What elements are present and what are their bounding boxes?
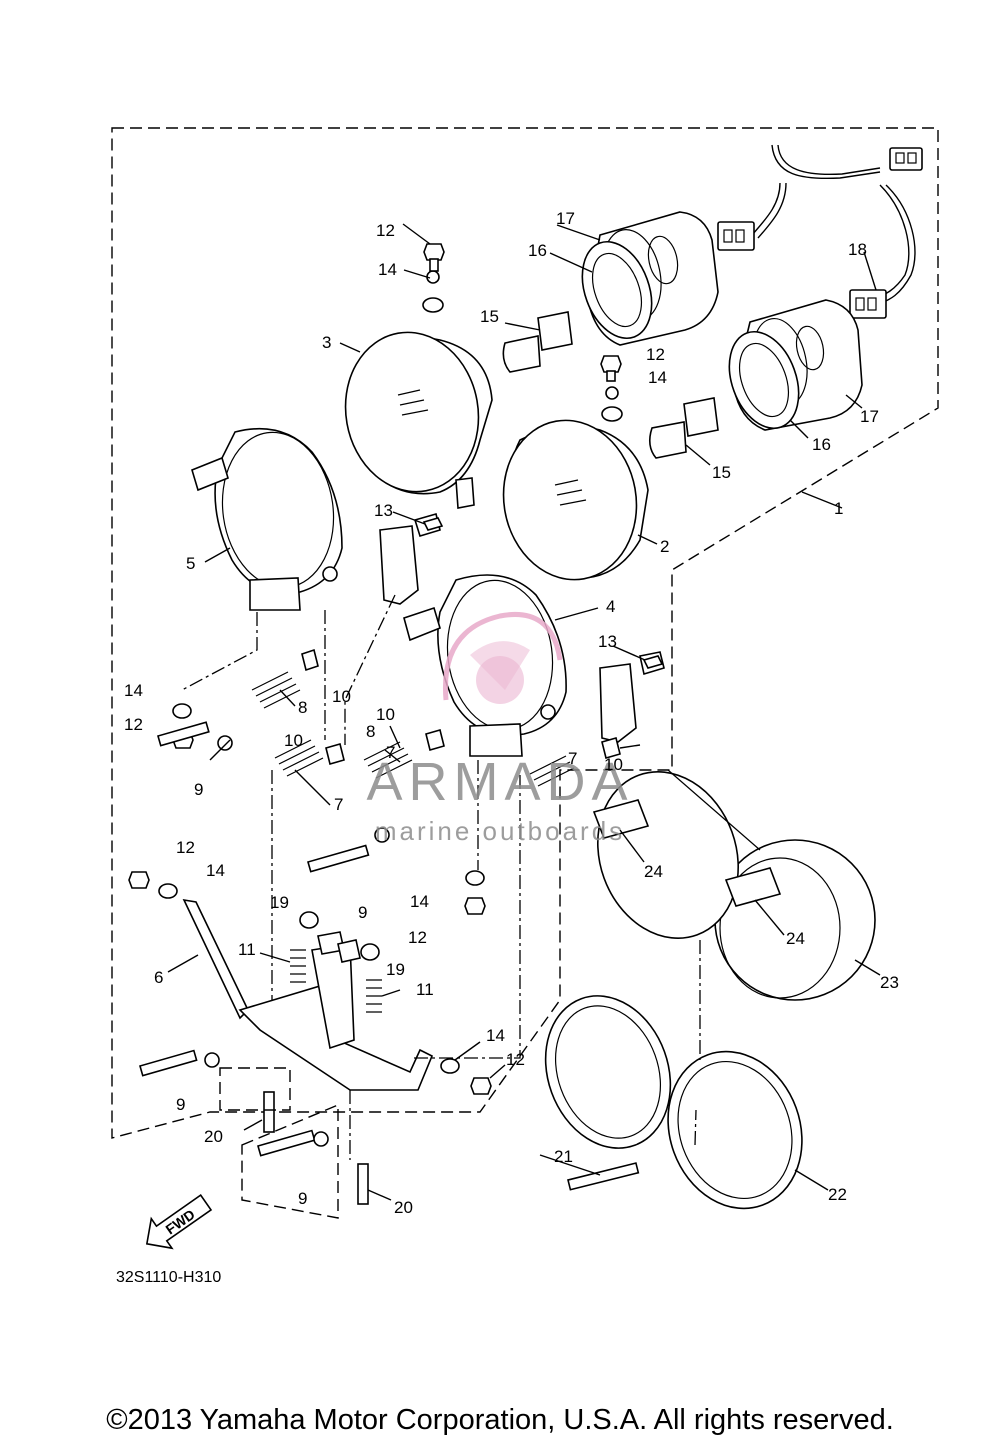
callout-12a: 12 <box>376 221 395 240</box>
callout-19b: 19 <box>386 960 405 979</box>
callout-labels: 1 2 3 4 5 6 7 7 7 8 8 9 9 9 9 10 10 10 1… <box>124 209 899 1217</box>
springs <box>251 671 575 1013</box>
callout-6: 6 <box>154 968 163 987</box>
callout-14d: 14 <box>206 861 225 880</box>
callout-20b: 20 <box>394 1198 413 1217</box>
callout-24a: 24 <box>644 862 663 881</box>
callout-24b: 24 <box>786 929 805 948</box>
assembly-boundary <box>111 127 939 1139</box>
headlight-unit-lower <box>502 419 649 581</box>
mounting-ring-center <box>403 574 567 757</box>
watermark-brand: ARMADA <box>366 752 633 812</box>
callout-7b: 7 <box>568 749 577 768</box>
callout-13b: 13 <box>598 632 617 651</box>
copyright-notice: ©2013 Yamaha Motor Corporation, U.S.A. A… <box>106 1404 894 1436</box>
side-plate-right <box>599 651 665 743</box>
watermark-logo-ring <box>442 612 563 701</box>
callout-17b: 17 <box>860 407 879 426</box>
main-bracket <box>182 898 434 1091</box>
callout-13a: 13 <box>374 501 393 520</box>
callout-14e: 14 <box>410 892 429 911</box>
callout-16b: 16 <box>812 435 831 454</box>
callout-11b: 11 <box>416 980 434 999</box>
callout-10d: 10 <box>604 755 623 774</box>
callout-12e: 12 <box>408 928 427 947</box>
socket-housing-upper <box>581 211 719 346</box>
diagram-code: 32S1110-H310 <box>116 1269 221 1286</box>
callout-21: 21 <box>554 1147 573 1166</box>
leader-lines <box>167 223 881 1201</box>
bulb-upper <box>502 311 573 373</box>
watermark-logo-blade <box>470 641 530 690</box>
dust-covers-24 <box>592 799 782 907</box>
watermark-tagline: marine outboards <box>375 816 625 846</box>
callout-16a: 16 <box>528 241 547 260</box>
callout-17a: 17 <box>556 209 575 228</box>
subbox-bolt-9-lower <box>241 1103 339 1219</box>
callout-14b: 14 <box>648 368 667 387</box>
callout-12c: 12 <box>124 715 143 734</box>
callout-12f: 12 <box>506 1050 525 1069</box>
mounting-ring-left <box>191 427 343 611</box>
leader-dashdot <box>181 594 701 1160</box>
callout-3: 3 <box>322 333 331 352</box>
callout-15b: 15 <box>712 463 731 482</box>
watermark: ARMADA marine outboards <box>366 612 633 846</box>
callout-12b: 12 <box>646 345 665 364</box>
callout-2: 2 <box>660 537 669 556</box>
callout-19a: 19 <box>270 893 289 912</box>
callout-1: 1 <box>834 499 843 518</box>
callout-10a: 10 <box>332 687 351 706</box>
callout-9c: 9 <box>176 1095 185 1114</box>
callout-18: 18 <box>848 240 867 259</box>
wire-harness <box>717 144 923 319</box>
headlight-rim-22 <box>544 995 803 1210</box>
fwd-arrow-icon: FWD <box>145 1194 213 1250</box>
headlight-unit-upper <box>344 331 493 509</box>
callout-12d: 12 <box>176 838 195 857</box>
washers <box>158 270 623 1074</box>
callout-8b: 8 <box>366 722 375 741</box>
watermark-logo <box>476 656 524 704</box>
bolts <box>128 243 664 1205</box>
callout-15a: 15 <box>480 307 499 326</box>
callout-9b: 9 <box>358 903 367 922</box>
callout-4: 4 <box>606 597 615 616</box>
callout-9d: 9 <box>298 1189 307 1208</box>
callout-7a: 7 <box>334 795 343 814</box>
callout-9a: 9 <box>194 780 203 799</box>
bulb-lower <box>648 397 719 459</box>
callout-5: 5 <box>186 554 195 573</box>
callout-22: 22 <box>828 1185 847 1204</box>
callout-20a: 20 <box>204 1127 223 1146</box>
callout-10b: 10 <box>284 731 303 750</box>
socket-housing-lower <box>728 299 863 431</box>
callout-23: 23 <box>880 973 899 992</box>
callout-7c: 7 <box>386 743 395 762</box>
callout-11a: 11 <box>238 940 256 959</box>
callout-14f: 14 <box>486 1026 505 1045</box>
subbox-bolt-9 <box>219 1067 291 1111</box>
callout-8a: 8 <box>298 698 307 717</box>
callout-14c: 14 <box>124 681 143 700</box>
callout-10c: 10 <box>376 705 395 724</box>
callout-14a: 14 <box>378 260 397 279</box>
